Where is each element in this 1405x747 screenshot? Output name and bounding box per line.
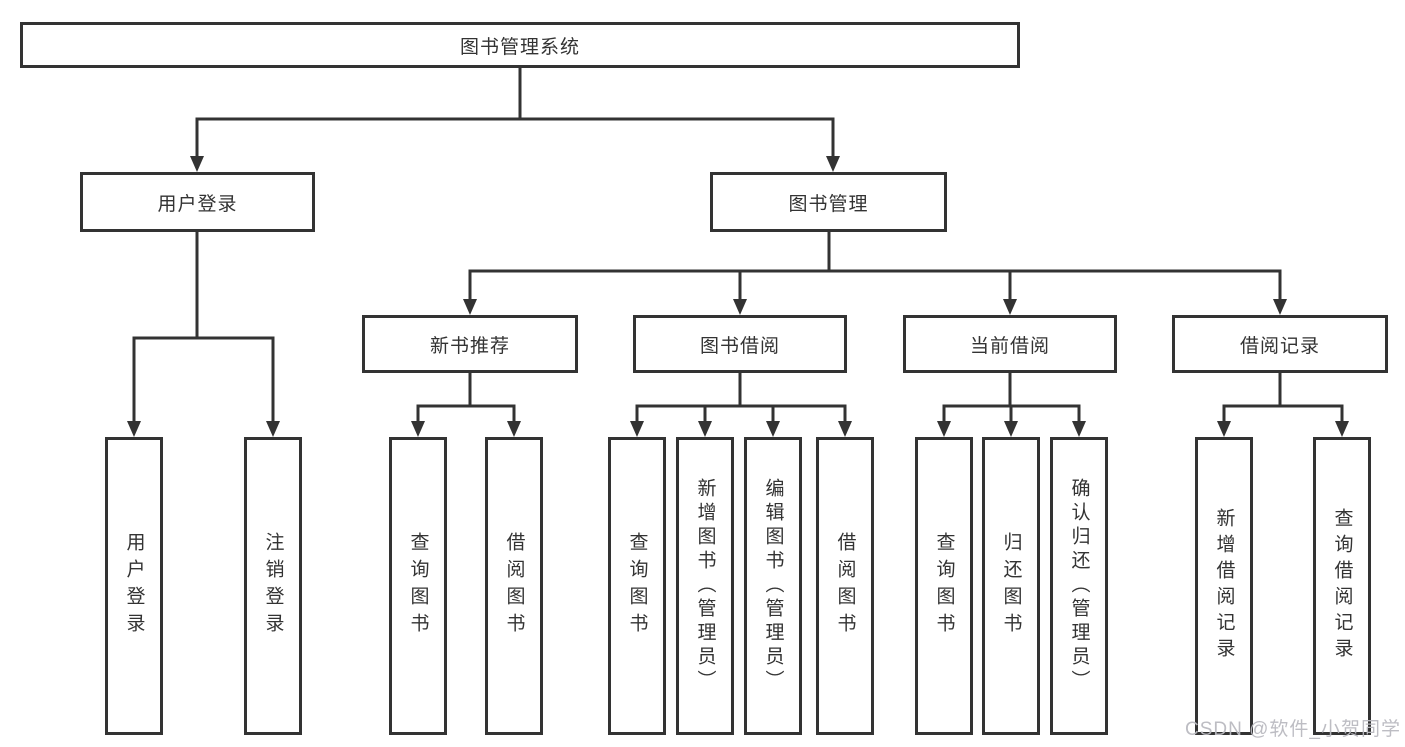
node-new-book-recommend: 新书推荐 — [362, 315, 578, 373]
node-borrowing-records-label: 借阅记录 — [1239, 335, 1320, 357]
leaf-query-borrow-record-label: 查询借阅记录 — [1331, 508, 1353, 664]
leaf-edit-book-admin-label: 编辑图书（管理员） — [762, 478, 784, 694]
leaf-return-book-label: 归还图书 — [1000, 532, 1022, 640]
leaf-query-borrow-record: 查询借阅记录 — [1313, 437, 1371, 735]
node-new-book-recommend-label: 新书推荐 — [429, 335, 510, 357]
leaf-user-login: 用户登录 — [105, 437, 163, 735]
node-borrowing-records: 借阅记录 — [1172, 315, 1388, 373]
leaf-query-book-borrowing-label: 查询图书 — [626, 532, 648, 640]
leaf-return-book: 归还图书 — [982, 437, 1040, 735]
leaf-logout: 注销登录 — [244, 437, 302, 735]
leaf-edit-book-admin: 编辑图书（管理员） — [744, 437, 802, 735]
node-user-login: 用户登录 — [80, 172, 315, 232]
leaf-query-book-recommend-label: 查询图书 — [407, 532, 429, 640]
leaf-confirm-return-admin-label: 确认归还（管理员） — [1068, 478, 1090, 694]
node-book-management: 图书管理 — [710, 172, 947, 232]
leaf-borrow-book-borrowing-label: 借阅图书 — [834, 532, 856, 640]
csdn-watermark: CSDN @软件_小贺同学 — [1185, 719, 1401, 740]
leaf-borrow-book-recommend-label: 借阅图书 — [503, 532, 525, 640]
leaf-confirm-return-admin: 确认归还（管理员） — [1050, 437, 1108, 735]
leaf-add-book-admin-label: 新增图书（管理员） — [694, 478, 716, 694]
node-book-borrowing: 图书借阅 — [633, 315, 847, 373]
leaf-query-book-current-label: 查询图书 — [933, 532, 955, 640]
leaf-borrow-book-borrowing: 借阅图书 — [816, 437, 874, 735]
leaf-add-borrow-record-label: 新增借阅记录 — [1213, 508, 1235, 664]
node-book-borrowing-label: 图书借阅 — [699, 335, 780, 357]
leaf-add-book-admin: 新增图书（管理员） — [676, 437, 734, 735]
node-root: 图书管理系统 — [20, 22, 1020, 68]
node-user-login-label: 用户登录 — [157, 193, 238, 215]
leaf-add-borrow-record: 新增借阅记录 — [1195, 437, 1253, 735]
leaf-query-book-recommend: 查询图书 — [389, 437, 447, 735]
leaf-query-book-borrowing: 查询图书 — [608, 437, 666, 735]
node-current-borrowing-label: 当前借阅 — [969, 335, 1050, 357]
node-current-borrowing: 当前借阅 — [903, 315, 1117, 373]
leaf-borrow-book-recommend: 借阅图书 — [485, 437, 543, 735]
leaf-query-book-current: 查询图书 — [915, 437, 973, 735]
leaf-user-login-label: 用户登录 — [123, 532, 145, 640]
leaf-logout-label: 注销登录 — [262, 532, 284, 640]
node-root-label: 图书管理系统 — [459, 36, 580, 58]
node-book-management-label: 图书管理 — [788, 193, 869, 215]
